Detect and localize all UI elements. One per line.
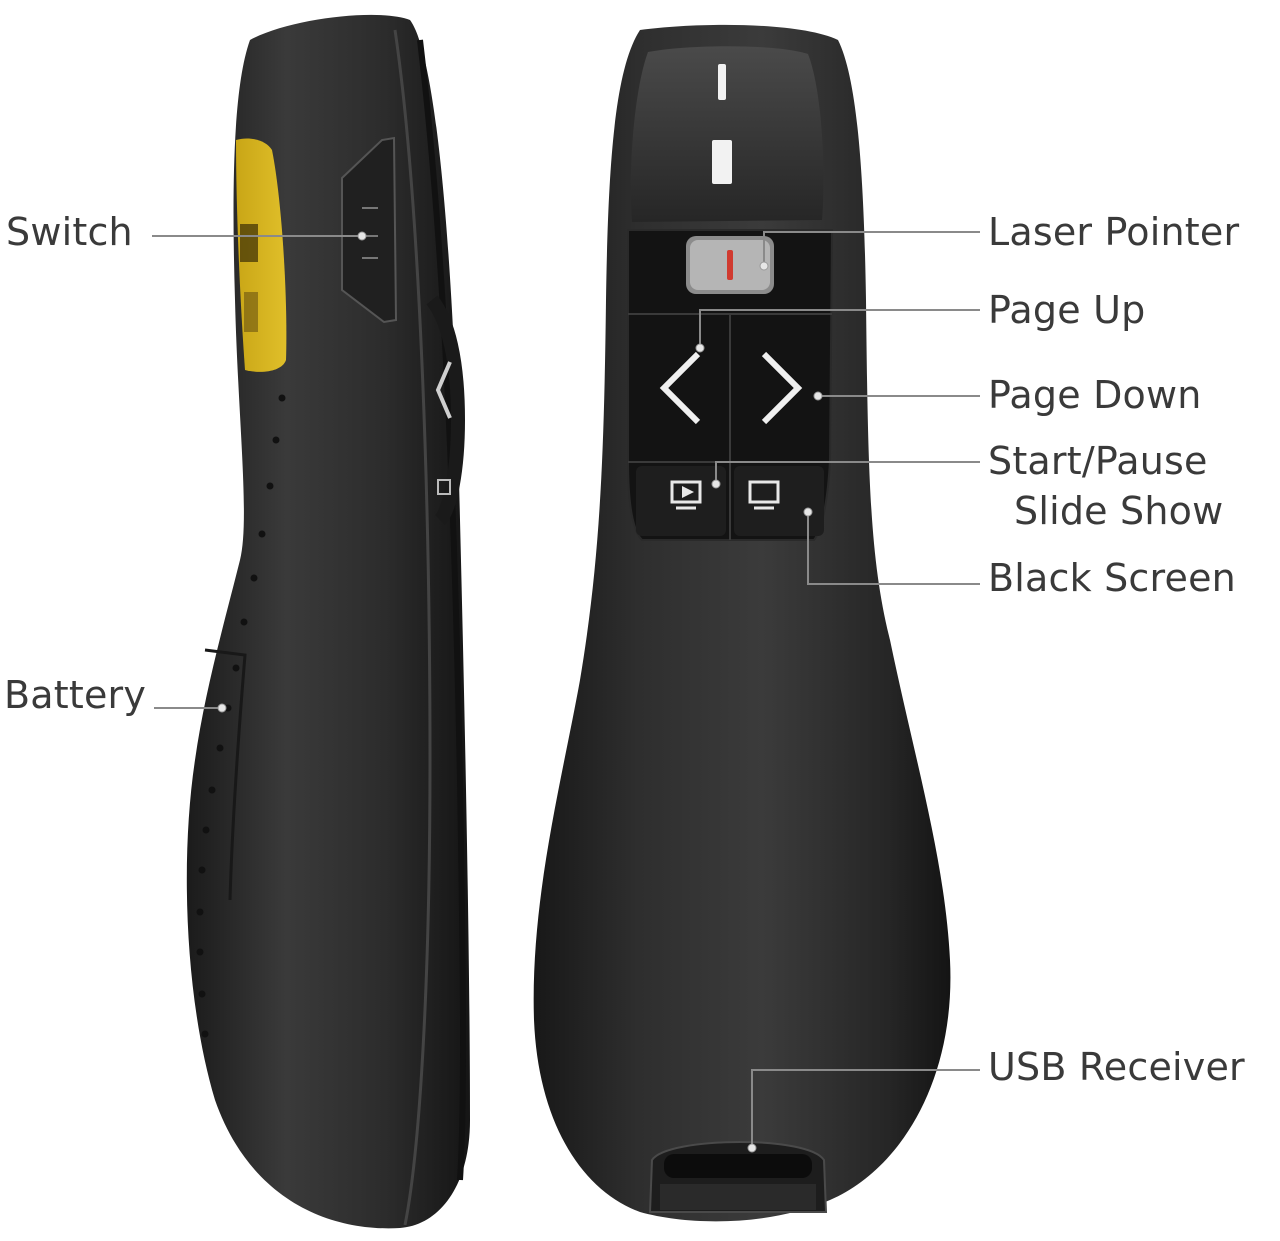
blank-screen-icon [748, 480, 780, 510]
callout-switch: Switch [6, 210, 133, 254]
chevron-left-icon [659, 351, 701, 425]
laser-pointer-button[interactable] [686, 236, 774, 294]
sticker-text-block-2 [244, 292, 258, 332]
sensor-window [630, 46, 824, 222]
leader-laser [763, 231, 980, 266]
callout-laser-pointer: Laser Pointer [988, 210, 1240, 254]
indicator-bar-2 [712, 140, 732, 184]
sticker-text-block [240, 224, 258, 262]
leader-lines [152, 231, 980, 1153]
front-view-device [533, 24, 951, 1222]
callout-page-down: Page Down [988, 373, 1202, 417]
leader-page-up [699, 309, 980, 348]
battery-cover-seam [204, 648, 247, 901]
play-screen-icon [670, 480, 702, 510]
callout-usb-receiver: USB Receiver [988, 1045, 1245, 1089]
chevron-right-icon [761, 351, 803, 425]
side-vent-dots [196, 394, 286, 1038]
side-chevron-icon [435, 361, 452, 419]
black-screen-button[interactable] [734, 466, 824, 536]
leader-usb [751, 1069, 980, 1148]
side-body-rim [417, 39, 467, 1181]
callout-black-screen: Black Screen [988, 556, 1236, 600]
start-pause-button[interactable] [636, 466, 726, 536]
side-view-device [186, 14, 470, 1229]
side-screen-icon [437, 479, 451, 495]
side-body-edge [393, 29, 432, 1226]
callout-battery: Battery [4, 673, 147, 717]
page-up-button[interactable] [659, 351, 701, 425]
leader-start-pause [715, 461, 980, 484]
switch-housing [341, 136, 398, 324]
usb-receiver-slot[interactable] [648, 1140, 828, 1213]
laser-indicator-icon [727, 250, 733, 280]
callout-start-pause-line1: Start/Pause [988, 439, 1208, 483]
side-body [186, 14, 470, 1229]
callout-start-pause-line2: Slide Show [1014, 489, 1224, 533]
indicator-bar-1 [718, 64, 726, 100]
leader-black-screen [807, 512, 980, 585]
callout-page-up: Page Up [988, 288, 1146, 332]
side-button-edge [426, 295, 466, 525]
page-down-button[interactable] [761, 351, 803, 425]
